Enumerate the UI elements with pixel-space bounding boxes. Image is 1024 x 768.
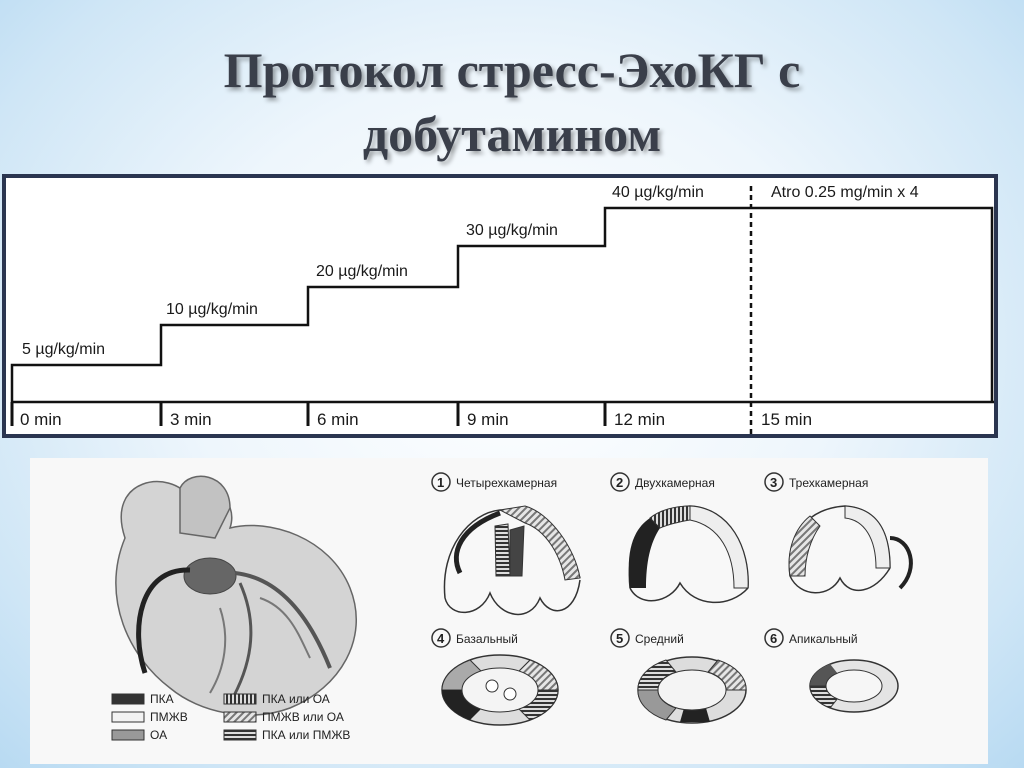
view-label-two-chamber: 2 Двухкамерная (610, 472, 715, 492)
view-number-2: 2 (616, 475, 623, 490)
time-label-3: 3 min (170, 410, 212, 429)
time-label-6: 6 min (317, 410, 359, 429)
legend-swatch-lcx (111, 729, 145, 741)
dose-label-40: 40 µg/kg/min (612, 184, 704, 201)
basal-short-axis-drawing (441, 654, 559, 726)
legend-swatch-rca-or-lad (223, 729, 257, 741)
svg-text:Средний: Средний (635, 632, 684, 646)
dose-label-30: 30 µg/kg/min (466, 222, 558, 239)
view-label-mid: 5 Средний (610, 628, 684, 648)
two-chamber-view-drawing (628, 505, 749, 604)
slide-title: Протокол стресс-ЭхоКГ с добутамином (0, 38, 1024, 166)
mid-short-axis-drawing (637, 656, 747, 724)
four-chamber-view-drawing (443, 505, 581, 615)
view-number-3: 3 (770, 475, 777, 490)
legend-label-lad: ПМЖВ (150, 710, 188, 724)
dose-label-5: 5 µg/kg/min (22, 341, 105, 358)
view-number-4: 4 (437, 631, 445, 646)
svg-text:Двухкамерная: Двухкамерная (635, 476, 715, 490)
legend-swatch-lad-or-lcx (223, 711, 257, 723)
view-number-6: 6 (770, 631, 777, 646)
slide-title-line-1: Протокол стресс-ЭхоКГ с (223, 42, 801, 98)
view-label-basal: 4 Базальный (431, 628, 518, 648)
time-label-15: 15 min (761, 410, 812, 429)
apical-short-axis-drawing (809, 659, 899, 713)
legend-label-lad-or-lcx: ПМЖВ или ОА (262, 710, 344, 724)
legend-swatch-rca (111, 693, 145, 705)
heart-anatomy-illustration (115, 475, 357, 716)
dose-label-20: 20 µg/kg/min (316, 263, 408, 280)
dose-label-atropine: Atro 0.25 mg/min x 4 (771, 184, 919, 201)
coronary-territory-diagram: 1 Четырехкамерная 2 Двухкамерная 3 Трехк… (30, 458, 988, 764)
three-chamber-view-drawing (788, 505, 913, 594)
slide-title-line-2: добутамином (362, 106, 662, 162)
dobutamine-protocol-diagram: 5 µg/kg/min 10 µg/kg/min 20 µg/kg/min 30… (2, 174, 998, 438)
svg-text:Апикальный: Апикальный (789, 632, 858, 646)
svg-text:Трехкамерная: Трехкамерная (789, 476, 868, 490)
view-label-three-chamber: 3 Трехкамерная (764, 472, 868, 492)
view-number-1: 1 (437, 475, 444, 490)
legend-label-rca: ПКА (150, 692, 174, 706)
legend-swatch-lad (111, 711, 145, 723)
time-label-12: 12 min (614, 410, 665, 429)
legend-label-rca-or-lcx: ПКА или ОА (262, 692, 330, 706)
legend-label-rca-or-lad: ПКА или ПМЖВ (262, 728, 350, 742)
legend-label-lcx: ОА (150, 728, 167, 742)
svg-text:Базальный: Базальный (456, 632, 518, 646)
dose-label-10: 10 µg/kg/min (166, 301, 258, 318)
territory-legend: ПКА ПМЖВ ОА ПКА или ОА ПМЖВ или ОА ПКА и… (111, 692, 350, 742)
coronary-territory-illustration: 1 Четырехкамерная 2 Двухкамерная 3 Трехк… (111, 472, 913, 742)
time-label-0: 0 min (20, 410, 62, 429)
time-label-9: 9 min (467, 410, 509, 429)
view-label-four-chamber: 1 Четырехкамерная (431, 472, 557, 492)
view-label-apical: 6 Апикальный (764, 628, 858, 648)
dose-step-line (10, 206, 994, 402)
legend-swatch-rca-or-lcx (223, 693, 257, 705)
svg-text:Четырехкамерная: Четырехкамерная (456, 476, 557, 490)
protocol-step-graph: 5 µg/kg/min 10 µg/kg/min 20 µg/kg/min 30… (10, 184, 994, 434)
view-number-5: 5 (616, 631, 623, 646)
